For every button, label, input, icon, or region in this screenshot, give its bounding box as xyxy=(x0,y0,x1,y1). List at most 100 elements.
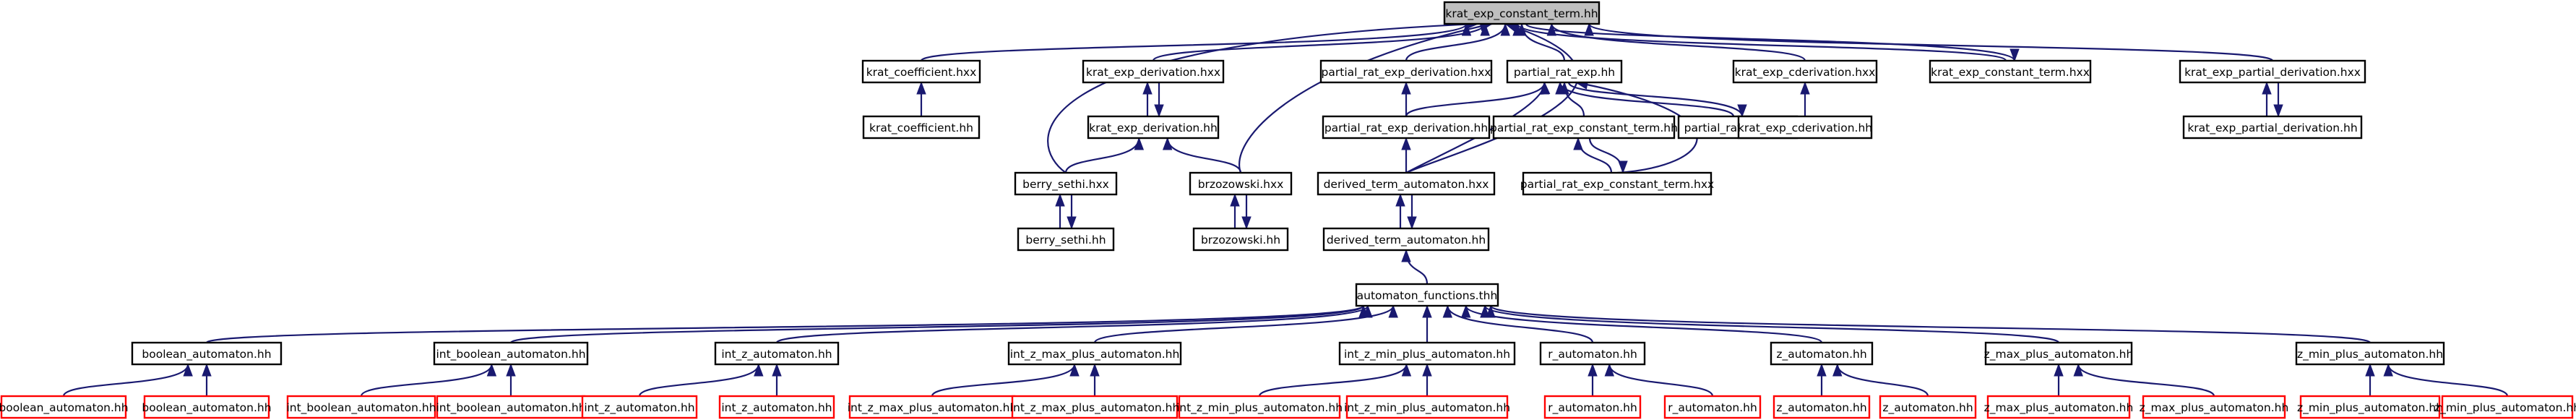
edge-ra-to-af xyxy=(1447,305,1594,343)
node-ba[interactable]: boolean_automaton.hh xyxy=(131,341,283,366)
node-kect-hxx[interactable]: krat_exp_constant_term.hxx xyxy=(1929,59,2092,84)
edge-za_l2-to-za-arrowhead xyxy=(1832,363,1843,377)
node-dta-hh[interactable]: derived_term_automaton.hh xyxy=(1322,227,1490,252)
node-za[interactable]: z_automaton.hh xyxy=(1770,341,1874,366)
node-izmxa-l1[interactable]: int_z_max_plus_automaton.hh xyxy=(848,395,1017,419)
node-zmxa-l1[interactable]: z_max_plus_automaton.hh xyxy=(1984,395,2134,419)
node-label: boolean_automaton.hh xyxy=(142,401,271,415)
node-ked-hxx[interactable]: krat_exp_derivation.hxx xyxy=(1082,59,1225,84)
node-kc-hxx[interactable]: krat_coefficient.hxx xyxy=(861,59,981,84)
node-zmxa-l2[interactable]: z_max_plus_automaton.hh xyxy=(2140,395,2289,419)
node-izmna[interactable]: int_z_min_plus_automaton.hh xyxy=(1338,341,1516,366)
node-label: partial_rat_exp_constant_term.hxx xyxy=(1520,178,1714,192)
edge-izmna-to-af-arrowhead xyxy=(1422,304,1432,318)
edge-za_l1-to-za-arrowhead xyxy=(1817,363,1827,377)
node-label: brzozowski.hh xyxy=(1201,233,1280,247)
node-box xyxy=(2295,341,2445,366)
node-label: int_z_min_plus_automaton.hh xyxy=(1344,401,1510,415)
node-label: partial_rat_exp_derivation.hh xyxy=(1324,121,1488,135)
edge-bs_hxx-to-bs_hh-arrowhead xyxy=(1067,216,1077,230)
edge-izmna_l2-to-izmna-arrowhead xyxy=(1422,363,1432,377)
node-label: z_max_plus_automaton.hh xyxy=(2140,401,2289,415)
edge-pre_hh-to-pre_hxx xyxy=(1567,82,1744,117)
node-iba-l2[interactable]: int_boolean_automaton.hh xyxy=(436,395,586,419)
edge-izmna_l1-to-izmna-arrowhead xyxy=(1401,363,1412,377)
node-ra-l1[interactable]: r_automaton.hh xyxy=(1543,395,1642,419)
node-kepd-hh[interactable]: krat_exp_partial_derivation.hh xyxy=(2182,115,2363,140)
node-prect-hxx[interactable]: partial_rat_exp_constant_term.hxx xyxy=(1520,171,1714,196)
node-box xyxy=(862,115,981,140)
node-izmxa-l2[interactable]: int_z_max_plus_automaton.hh xyxy=(1010,395,1180,419)
node-label: berry_sethi.hxx xyxy=(1022,178,1109,192)
edge-ba-to-af xyxy=(205,305,1365,344)
node-zmna[interactable]: z_min_plus_automaton.hh xyxy=(2295,341,2445,366)
node-box xyxy=(1317,171,1496,196)
node-zmna-l1[interactable]: z_min_plus_automaton.hh xyxy=(2297,395,2443,419)
edge-bz_hxx-to-ked_hh-arrowhead xyxy=(1162,137,1173,150)
node-box xyxy=(1929,59,2092,84)
node-za-l2[interactable]: z_automaton.hh xyxy=(1879,395,1977,419)
node-kecd-hxx[interactable]: krat_exp_cderivation.hxx xyxy=(1732,59,1878,84)
node-zmxa[interactable]: z_max_plus_automaton.hh xyxy=(1984,341,2134,366)
node-label: krat_exp_cderivation.hh xyxy=(1738,121,1872,135)
node-za-l1[interactable]: z_automaton.hh xyxy=(1772,395,1871,419)
edge-pred_hh-to-pred_hxx-arrowhead xyxy=(1401,81,1411,95)
edge-zmxa-to-af-arrowhead xyxy=(1480,304,1490,318)
node-label: z_max_plus_automaton.hh xyxy=(1984,401,2134,415)
edge-izmxa_l2-to-izmxa-arrowhead xyxy=(1090,363,1100,377)
edge-izmxa_l1-to-izmxa xyxy=(931,364,1076,397)
node-box xyxy=(2142,395,2286,419)
node-box xyxy=(1319,59,1493,84)
node-pre-hh[interactable]: partial_rat_exp.hh xyxy=(1506,59,1623,84)
edge-pre_hh-to-pre_hxx-arrowhead xyxy=(1737,104,1747,118)
node-bs-hxx[interactable]: berry_sethi.hxx xyxy=(1014,171,1118,196)
node-bz-hh[interactable]: brzozowski.hh xyxy=(1192,227,1289,252)
node-box xyxy=(1984,341,2133,366)
node-bz-hxx[interactable]: brzozowski.hxx xyxy=(1189,171,1293,196)
node-box xyxy=(1192,227,1289,252)
node-ked-hh[interactable]: krat_exp_derivation.hh xyxy=(1087,115,1220,140)
edge-prect_hh-to-prect_hxx xyxy=(1588,137,1624,173)
node-zmna-l2[interactable]: z_min_plus_automaton.hh xyxy=(2434,395,2576,419)
node-label: brzozowski.hxx xyxy=(1198,178,1284,191)
node-iba-l1[interactable]: int_boolean_automaton.hh xyxy=(286,395,436,419)
edge-pred_hxx-to-root-arrowhead xyxy=(1500,22,1510,36)
node-kc-hh[interactable]: krat_coefficient.hh xyxy=(862,115,981,140)
node-label: z_automaton.hh xyxy=(1776,401,1866,415)
node-pred-hxx[interactable]: partial_rat_exp_derivation.hxx xyxy=(1319,59,1493,84)
node-iza-l1[interactable]: int_z_automaton.hh xyxy=(581,395,698,419)
node-box xyxy=(1879,395,1977,419)
node-bs-hh[interactable]: berry_sethi.hh xyxy=(1017,227,1115,252)
node-box xyxy=(1355,283,1499,307)
node-izmna-l1[interactable]: int_z_min_plus_automaton.hh xyxy=(1176,395,1343,419)
node-ra-l2[interactable]: r_automaton.hh xyxy=(1663,395,1762,419)
node-ba-l2[interactable]: boolean_automaton.hh xyxy=(142,395,272,419)
edge-root-to-kect_hxx xyxy=(1525,22,2016,61)
edge-zmna_l2-to-zmna-arrowhead xyxy=(2383,363,2393,377)
node-af[interactable]: automaton_functions.thh xyxy=(1355,283,1499,307)
node-izmna-l2[interactable]: int_z_min_plus_automaton.hh xyxy=(1344,395,1510,419)
node-iza-l2[interactable]: int_z_automaton.hh xyxy=(718,395,835,419)
node-box xyxy=(1017,227,1115,252)
node-label: partial_rat_exp_derivation.hxx xyxy=(1322,66,1491,80)
node-kepd-hxx[interactable]: krat_exp_partial_derivation.hxx xyxy=(2179,59,2366,84)
node-label: derived_term_automaton.hh xyxy=(1327,233,1486,247)
edge-dta_hxx-to-root xyxy=(1405,22,1579,174)
node-kecd-hh[interactable]: krat_exp_cderivation.hh xyxy=(1737,115,1873,140)
node-iba[interactable]: int_boolean_automaton.hh xyxy=(433,341,589,366)
node-prect-hh[interactable]: partial_rat_exp_constant_term.hh xyxy=(1490,115,1678,140)
node-box xyxy=(1322,227,1490,252)
node-ra[interactable]: r_automaton.hh xyxy=(1539,341,1646,366)
node-izmxa[interactable]: int_z_max_plus_automaton.hh xyxy=(1007,341,1182,366)
node-ba-l1[interactable]: boolean_automaton.hh xyxy=(0,395,129,419)
node-root[interactable]: krat_exp_constant_term.hh xyxy=(1443,1,1601,25)
node-box xyxy=(1322,115,1491,140)
edge-zmna-to-af xyxy=(1489,305,2372,344)
node-label: z_min_plus_automaton.hh xyxy=(2297,401,2443,415)
node-box xyxy=(1543,395,1642,419)
node-dta-hxx[interactable]: derived_term_automaton.hxx xyxy=(1317,171,1496,196)
node-iza[interactable]: int_z_automaton.hh xyxy=(714,341,840,366)
edge-layer xyxy=(62,19,2509,397)
node-pred-hh[interactable]: partial_rat_exp_derivation.hh xyxy=(1322,115,1491,140)
